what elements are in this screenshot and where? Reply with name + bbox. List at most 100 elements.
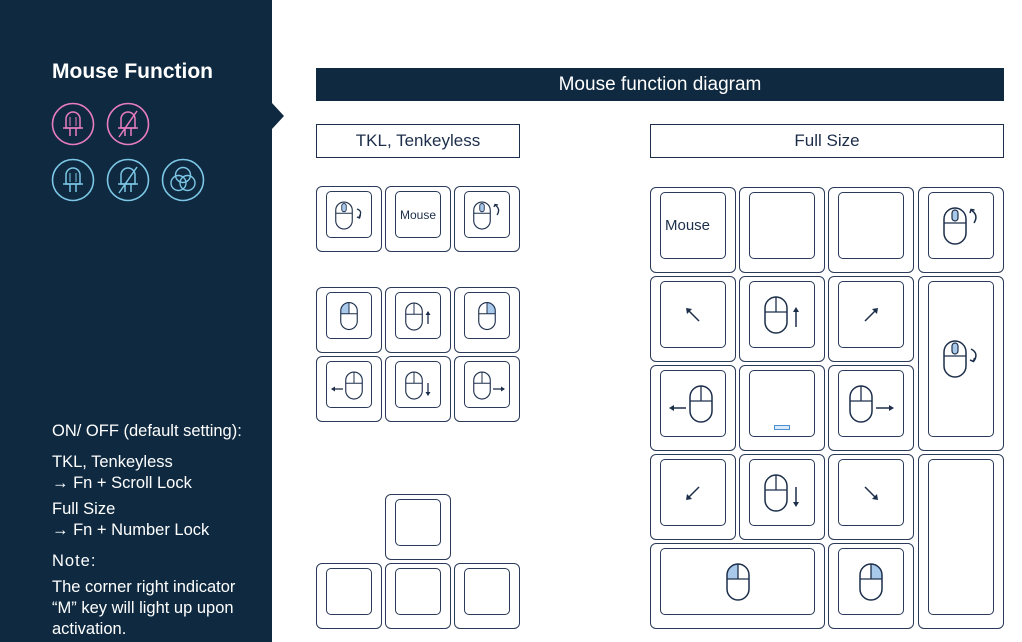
fullsize-section-title: Full Size (650, 124, 1004, 158)
full-key-indicator (739, 365, 825, 451)
full-key-move-up-right (828, 276, 914, 362)
keycap (838, 548, 904, 615)
mouse-left-click-icon (340, 301, 358, 330)
led-off-icon (106, 158, 150, 202)
tkl-key-move-down (385, 356, 451, 422)
tkl-key-right-click (454, 287, 520, 353)
mouse-scroll-down-icon (335, 200, 362, 230)
note-line-1: The corner right indicator (52, 578, 236, 596)
mouse-scroll-up-icon (943, 206, 977, 245)
tkl-key-arrow-up (385, 494, 451, 560)
keycap (660, 281, 726, 348)
keycap (660, 370, 726, 437)
full-key-mouse: Mouse (650, 187, 736, 273)
keycap (749, 192, 815, 259)
full-key-right-click (828, 543, 914, 629)
mouse-key-label: Mouse (399, 207, 437, 222)
tkl-key-move-up (385, 287, 451, 353)
rgb-icon (161, 158, 205, 202)
keycap (749, 459, 815, 526)
keycap (749, 370, 815, 437)
full-key-move-down-left (650, 454, 736, 540)
fullsize-label: Full Size (52, 500, 116, 518)
keycap (464, 191, 510, 238)
led-off-icon (106, 102, 150, 146)
keycap (660, 548, 815, 615)
tkl-key-arrow-left (316, 563, 382, 629)
tkl-shortcut: → Fn + Scroll Lock (52, 474, 192, 492)
arrow-down-left-icon (686, 485, 700, 500)
full-key-move-up (739, 276, 825, 362)
mouse-move-right-icon (473, 370, 505, 400)
keycap (464, 568, 510, 615)
mouse-move-left-icon (669, 384, 713, 423)
tkl-key-mouse: Mouse (385, 186, 451, 252)
sidebar-title: Mouse Function (52, 60, 213, 83)
led-on-icon (51, 102, 95, 146)
keycap: Mouse (660, 192, 726, 259)
tkl-key-left-click (316, 287, 382, 353)
keycap (395, 568, 441, 615)
keycap (838, 459, 904, 526)
keycap (326, 361, 372, 408)
mouse-right-click-icon (859, 562, 883, 601)
full-key-move-down-right (828, 454, 914, 540)
tkl-key-move-right (454, 356, 520, 422)
full-key-blank (828, 187, 914, 273)
keycap (838, 192, 904, 259)
mouse-move-up-icon (764, 295, 799, 334)
mouse-move-up-icon (405, 301, 431, 331)
full-key-move-up-left (650, 276, 736, 362)
diagram-header: Mouse function diagram (316, 68, 1004, 101)
keycap (660, 459, 726, 526)
keycap (326, 292, 372, 339)
mouse-move-right-icon (849, 384, 894, 423)
full-key-scroll-down (918, 276, 1004, 451)
fullsize-shortcut: → Fn + Number Lock (52, 521, 210, 539)
keycap (928, 281, 994, 437)
full-key-move-down (739, 454, 825, 540)
sidebar-pointer (272, 103, 284, 129)
keycap (838, 370, 904, 437)
keycap (326, 568, 372, 615)
tkl-key-arrow-right (454, 563, 520, 629)
mouse-scroll-up-icon (473, 200, 500, 230)
mouse-move-down-icon (764, 473, 799, 512)
tkl-section-title: TKL, Tenkeyless (316, 124, 520, 158)
keycap: Mouse (395, 191, 441, 238)
keycap (928, 192, 994, 259)
mouse-key-label: Mouse (665, 217, 711, 234)
onoff-heading: ON/ OFF (default setting): (52, 422, 242, 440)
keycap (464, 361, 510, 408)
mouse-scroll-down-icon (943, 340, 977, 378)
full-key-move-left (650, 365, 736, 451)
full-key-left-click (650, 543, 825, 629)
keycap (326, 191, 372, 238)
tkl-key-scroll-up (454, 186, 520, 252)
keycap (395, 292, 441, 339)
tkl-key-move-left (316, 356, 382, 422)
note-heading: Note: (52, 552, 97, 570)
indicator-light (774, 425, 790, 430)
mouse-right-click-icon (478, 301, 496, 330)
full-key-move-right (828, 365, 914, 451)
keycap (395, 361, 441, 408)
mouse-left-click-icon (725, 562, 750, 601)
note-line-3: activation. (52, 620, 127, 638)
arrow-down-right-icon (864, 485, 878, 500)
arrow-up-left-icon (686, 307, 700, 322)
tkl-key-arrow-down (385, 563, 451, 629)
mouse-move-down-icon (405, 370, 431, 400)
keycap (395, 499, 441, 546)
full-key-scroll-up (918, 187, 1004, 273)
keycap (928, 459, 994, 615)
arrow-up-right-icon (864, 307, 878, 322)
tkl-label: TKL, Tenkeyless (52, 453, 173, 471)
full-key-blank (739, 187, 825, 273)
mouse-move-left-icon (331, 370, 363, 400)
full-key-blank-tall (918, 454, 1004, 629)
keycap (464, 292, 510, 339)
led-on-icon (51, 158, 95, 202)
sidebar: Mouse Function (0, 0, 272, 642)
keycap (838, 281, 904, 348)
